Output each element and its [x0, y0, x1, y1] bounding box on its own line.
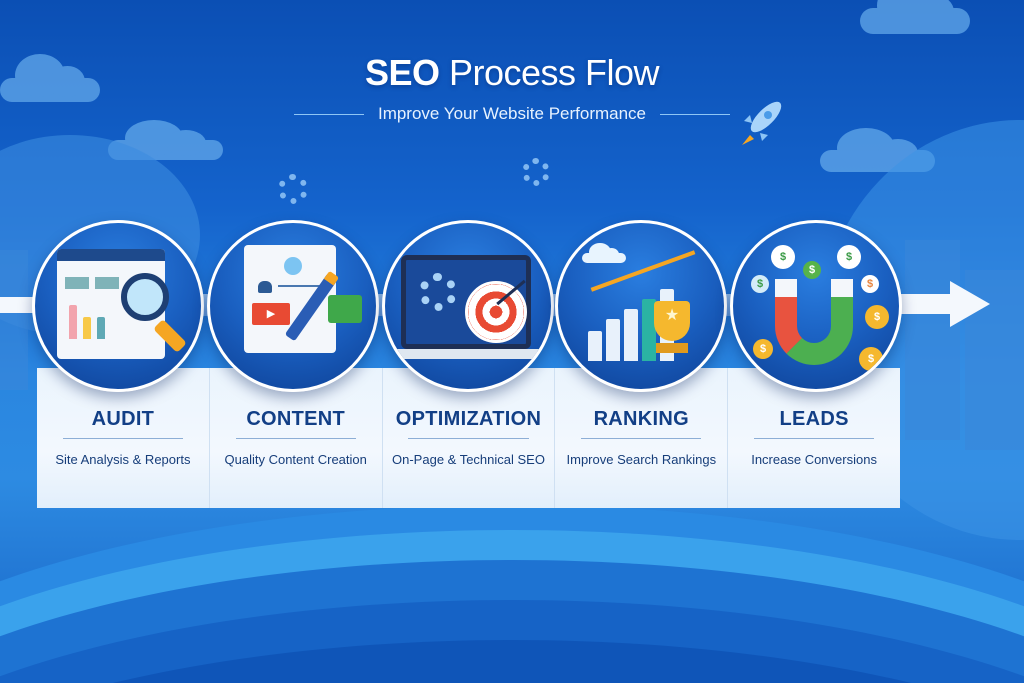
coin-icon: $	[771, 245, 795, 269]
divider	[293, 113, 364, 115]
coin-icon: $	[865, 305, 889, 329]
step-subtitle: Improve Search Rankings	[566, 452, 717, 467]
cloud-decoration	[860, 0, 970, 34]
cloud-decoration	[0, 54, 100, 102]
flow-arrow-end	[900, 281, 990, 327]
step-title: OPTIMIZATION	[395, 408, 542, 430]
laptop-target-icon	[382, 220, 554, 392]
step-title: RANKING	[593, 408, 689, 430]
gear-icon	[522, 158, 550, 186]
step-optimization: OPTIMIZATION On-Page & Technical SEO	[383, 368, 556, 508]
step-subtitle: Increase Conversions	[751, 452, 877, 467]
magnet-icon	[775, 285, 853, 365]
step-leads: LEADS Increase Conversions	[728, 368, 900, 508]
coin-icon: $	[861, 275, 879, 293]
title-bold: SEO	[364, 52, 440, 93]
magnet-tip	[775, 279, 797, 297]
steps-panel: AUDIT Site Analysis & Reports CONTENT Qu…	[37, 368, 900, 508]
divider	[62, 438, 184, 439]
divider	[660, 113, 731, 115]
step-title: AUDIT	[91, 408, 155, 430]
coin-icon: $	[753, 339, 773, 359]
growth-chart-trophy-icon: ★	[555, 220, 727, 392]
cloud-decoration	[582, 243, 626, 263]
step-subtitle: Site Analysis & Reports	[55, 452, 191, 467]
page-title: SEO Process Flow	[0, 52, 1024, 94]
divider	[753, 438, 875, 439]
gear-icon	[419, 273, 457, 311]
gear-icon	[278, 174, 308, 204]
coin-icon: $	[837, 245, 861, 269]
coin-icon: $	[803, 261, 821, 279]
document-pencil-icon: ▶	[207, 220, 379, 392]
step-ranking: RANKING Improve Search Rankings	[555, 368, 729, 508]
title-light: Process Flow	[448, 52, 660, 93]
subtitle-row: Improve Your Website Performance	[0, 104, 1024, 124]
building-decoration	[905, 240, 960, 440]
magnet-coins-icon: $ $ $ $ $ $ $ $	[730, 220, 902, 392]
divider	[235, 438, 356, 439]
magnifier-icon	[121, 273, 169, 321]
divider	[581, 438, 702, 439]
step-title: LEADS	[779, 408, 849, 430]
building-decoration	[0, 250, 28, 390]
browser-magnifier-icon	[32, 220, 204, 392]
trophy-icon: ★	[654, 301, 690, 341]
laptop-base	[389, 349, 547, 359]
step-subtitle: On-Page & Technical SEO	[392, 452, 545, 467]
flow-arrow-start	[0, 297, 38, 313]
coin-icon: $	[859, 347, 883, 371]
divider	[408, 438, 529, 439]
step-audit: AUDIT Site Analysis & Reports	[37, 368, 210, 508]
page-subtitle: Improve Your Website Performance	[377, 104, 647, 123]
step-title: CONTENT	[246, 408, 346, 430]
step-subtitle: Quality Content Creation	[224, 452, 367, 467]
step-content: CONTENT Quality Content Creation	[210, 368, 383, 508]
magnet-tip	[831, 279, 853, 297]
coin-icon: $	[751, 275, 769, 293]
rocket-icon	[730, 95, 790, 155]
image-thumbnail-icon	[328, 295, 362, 323]
target-icon	[465, 281, 527, 343]
trophy-base	[656, 343, 688, 353]
